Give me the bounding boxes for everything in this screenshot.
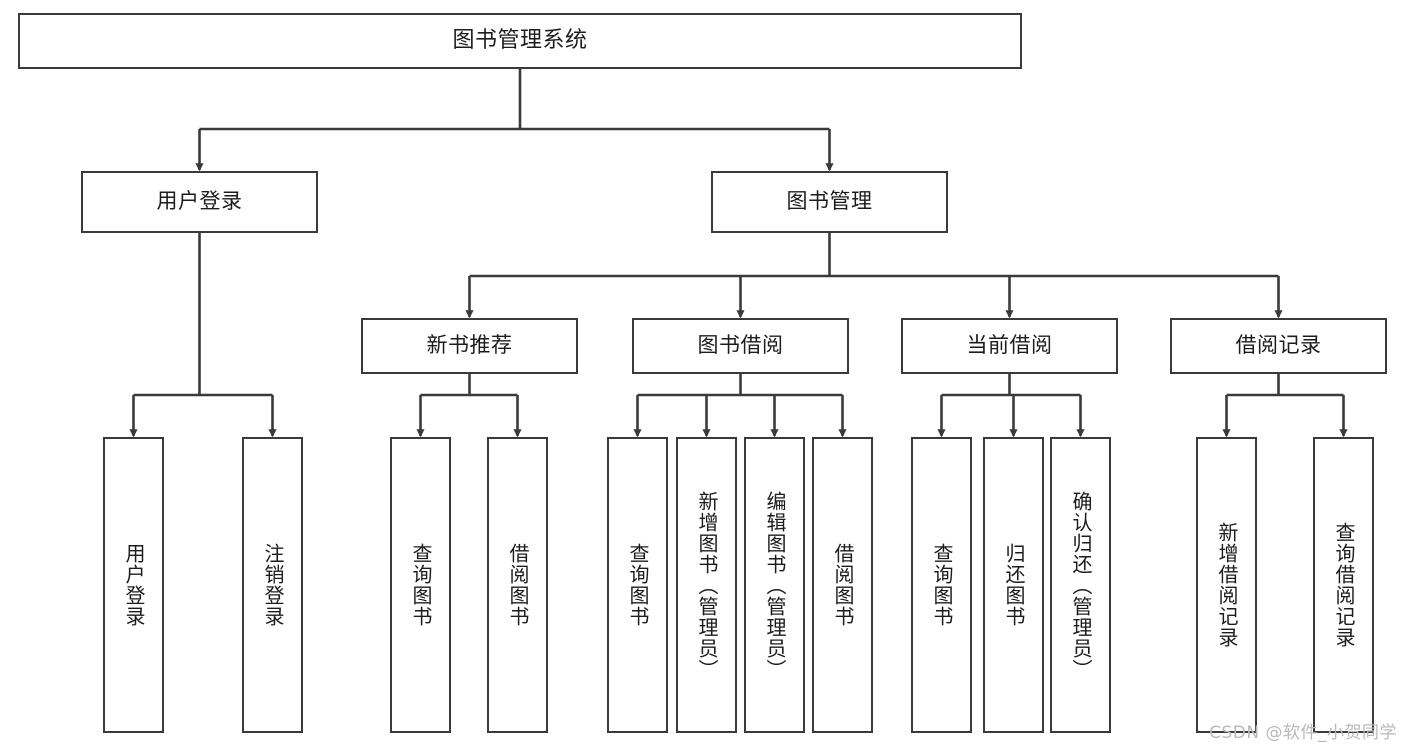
node-borrow-records[interactable]: 借阅记录	[1170, 318, 1387, 374]
node-label: 注销登录	[261, 543, 285, 627]
node-label: 借阅图书	[506, 543, 530, 627]
node-label: 图书管理	[786, 189, 873, 214]
node-label: 借阅记录	[1235, 333, 1322, 358]
node-label: 当前借阅	[966, 333, 1053, 358]
node-user-login[interactable]: 用户登录	[81, 171, 318, 233]
leaf-add-book-admin[interactable]: 新增图书（管理员）	[676, 437, 737, 733]
node-label: 查询图书	[409, 543, 433, 627]
node-root-book-management-system[interactable]: 图书管理系统	[18, 13, 1022, 69]
node-label: 用户登录	[156, 189, 243, 214]
leaf-query-borrow-record[interactable]: 查询借阅记录	[1313, 437, 1374, 733]
leaf-query-books-current[interactable]: 查询图书	[911, 437, 972, 733]
node-label: 新增借阅记录	[1215, 522, 1239, 648]
leaf-return-books[interactable]: 归还图书	[983, 437, 1044, 733]
leaf-logout[interactable]: 注销登录	[242, 437, 303, 733]
leaf-add-borrow-record[interactable]: 新增借阅记录	[1196, 437, 1257, 733]
node-label: 新书推荐	[426, 333, 513, 358]
node-current-borrow[interactable]: 当前借阅	[901, 318, 1118, 374]
node-label: 归还图书	[1002, 543, 1026, 627]
csdn-watermark: CSDN @软件_小贺同学	[1209, 723, 1397, 743]
leaf-user-login[interactable]: 用户登录	[103, 437, 164, 733]
leaf-edit-book-admin[interactable]: 编辑图书（管理员）	[744, 437, 805, 733]
leaf-borrow-books[interactable]: 借阅图书	[812, 437, 873, 733]
node-label: 用户登录	[122, 543, 146, 627]
node-new-book-recommend[interactable]: 新书推荐	[361, 318, 578, 374]
node-book-management[interactable]: 图书管理	[711, 171, 948, 233]
leaf-confirm-return-admin[interactable]: 确认归还（管理员）	[1050, 437, 1111, 733]
node-label: 查询图书	[626, 543, 650, 627]
leaf-query-books-borrow[interactable]: 查询图书	[607, 437, 668, 733]
node-label: 编辑图书（管理员）	[763, 490, 787, 680]
node-label: 图书借阅	[697, 333, 784, 358]
node-label: 图书管理系统	[452, 27, 588, 53]
node-book-borrow[interactable]: 图书借阅	[632, 318, 849, 374]
node-label: 确认归还（管理员）	[1069, 490, 1093, 680]
node-label: 查询图书	[930, 543, 954, 627]
leaf-borrow-books-recommend[interactable]: 借阅图书	[487, 437, 548, 733]
node-label: 查询借阅记录	[1332, 522, 1356, 648]
node-label: 新增图书（管理员）	[695, 490, 719, 680]
leaf-query-books-recommend[interactable]: 查询图书	[390, 437, 451, 733]
node-label: 借阅图书	[831, 543, 855, 627]
